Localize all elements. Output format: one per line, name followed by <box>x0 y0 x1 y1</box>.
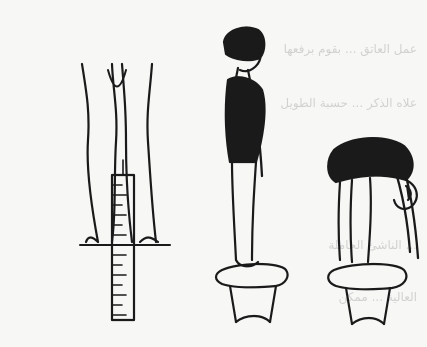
legs-with-ruler-figure <box>80 64 170 320</box>
bent-over-person-figure <box>328 138 418 324</box>
standing-person-figure <box>216 28 288 322</box>
